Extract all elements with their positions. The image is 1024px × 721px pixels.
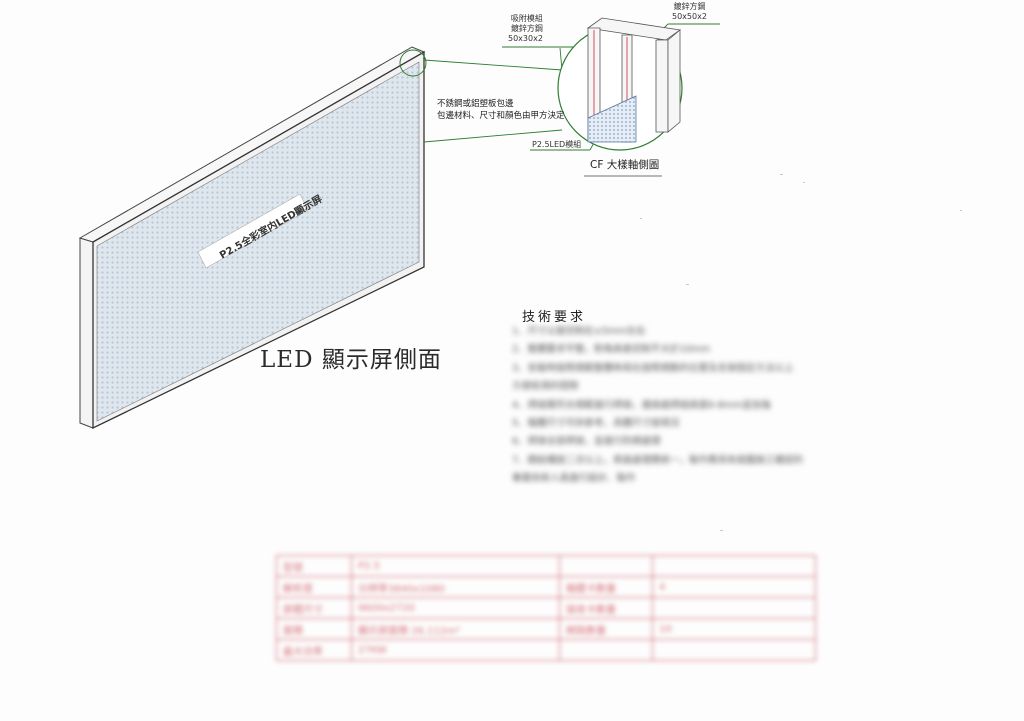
tech-item: 3、安裝時按照規範整體佈局在按照規劃的位置及支架固定方法以上 <box>512 362 794 374</box>
table-cell: 分辨率3840x1080 <box>351 576 560 598</box>
detail-right-tube <box>655 39 669 133</box>
led-screen-panel: P2.5全彩室内LED顯示屏 <box>78 46 427 430</box>
label-tube-left: 吸附模組 鍍鋅方鋼 50x30x2 <box>508 14 543 44</box>
tech-item: 2、整體要求平整，對角高差控制不大於10mm <box>512 344 711 356</box>
table-cell <box>559 555 653 577</box>
panel-frame-side <box>79 237 94 429</box>
table-cell <box>652 597 816 619</box>
table-row: 解析度 分辨率3840x1080 箱體卡數量 4 <box>276 576 816 598</box>
label-tube-left-line1: 吸附模組 <box>510 14 543 23</box>
edge-wrap-note-line2: 包邊材料、尺寸和顏色由甲方決定 <box>437 111 565 121</box>
table-cell: 最大功率 <box>276 639 352 661</box>
label-tube-left-line2: 鍍鋅方鋼 <box>510 24 543 33</box>
table-cell: P2.5 <box>351 555 560 577</box>
table-cell: 10 <box>652 618 816 640</box>
detail-right-tube-side <box>667 29 681 133</box>
detail-view <box>557 17 683 177</box>
detail-led-module <box>587 95 637 143</box>
label-led-module: P2.5LED模組 <box>532 140 582 149</box>
spec-table-container: 型號 P2.5 解析度 分辨率3840x1080 箱體卡數量 4 屏體尺寸 96… <box>276 555 816 661</box>
table-cell: 27KW <box>351 639 560 661</box>
scan-noise <box>640 174 962 531</box>
leader-detail-bottom <box>423 129 563 143</box>
table-cell: 網路數量 <box>559 618 653 640</box>
table-cell: 箱體卡數量 <box>559 576 653 598</box>
edge-wrap-note-line1: 不銹鋼或鋁塑板包邊 <box>437 99 514 109</box>
detail-marker-circle <box>399 49 427 77</box>
table-row: 面積 顯示屏面積 26.112m² 網路數量 10 <box>276 618 816 640</box>
tech-item: 1、尺寸公差控制在±5mm左右 <box>512 326 646 337</box>
table-cell: 9600x2720 <box>351 597 560 619</box>
tech-item: 專業技術人員進行設計、製作 <box>512 473 636 485</box>
table-cell: 屏體尺寸 <box>276 597 352 619</box>
tech-item: 7、鋼結構按二次以上，表面處理應統一，製作應具有按圖施工確認的 <box>512 454 804 466</box>
table-cell: 面積 <box>276 618 352 640</box>
label-tube-right-line2: 50x50x2 <box>672 12 707 21</box>
table-row: 型號 P2.5 <box>276 555 816 577</box>
spec-table: 型號 P2.5 解析度 分辨率3840x1080 箱體卡數量 4 屏體尺寸 96… <box>276 555 816 661</box>
panel-label-strip <box>197 193 309 269</box>
side-view-title: LED 顯示屏側面 <box>260 347 442 373</box>
label-tube-right: 鍍鋅方鋼 50x50x2 <box>672 2 707 22</box>
table-cell: 解析度 <box>276 576 352 598</box>
leader-detail-top <box>423 59 563 71</box>
label-tube-right-line1: 鍍鋅方鋼 <box>673 2 706 11</box>
table-cell <box>652 555 816 577</box>
table-cell <box>652 639 816 661</box>
tech-item: 4、焊縫需符合規範進行焊接，連接處焊縫高度6-8mm並加強 <box>512 399 771 411</box>
edge-wrap-note: 不銹鋼或鋁塑板包邊 包邊材料、尺寸和顏色由甲方決定 <box>437 98 565 122</box>
table-cell: 接收卡數量 <box>559 597 653 619</box>
tech-item: 方便檢測的間隙 <box>512 381 579 393</box>
tech-requirements-list: 1、尺寸公差控制在±5mm左右 2、整體要求平整，對角高差控制不大於10mm 3… <box>512 323 803 489</box>
detail-view-title: CF 大樣軸側圖 <box>590 159 660 171</box>
tech-heading: 技術要求 <box>522 310 587 325</box>
label-tube-left-line3: 50x30x2 <box>508 34 543 43</box>
table-cell: 型號 <box>276 555 352 577</box>
table-cell: 顯示屏面積 26.112m² <box>351 618 560 640</box>
table-row: 屏體尺寸 9600x2720 接收卡數量 <box>276 597 816 619</box>
tech-item: 5、箱體尺寸可供參考，具體尺寸按現況 <box>512 418 680 430</box>
table-cell: 4 <box>652 576 816 598</box>
table-row: 最大功率 27KW <box>276 639 816 661</box>
panel-dot-matrix <box>96 61 420 422</box>
tech-item: 6、焊接全部焊接，並進行防銹處理 <box>512 436 661 448</box>
table-cell <box>559 639 653 661</box>
